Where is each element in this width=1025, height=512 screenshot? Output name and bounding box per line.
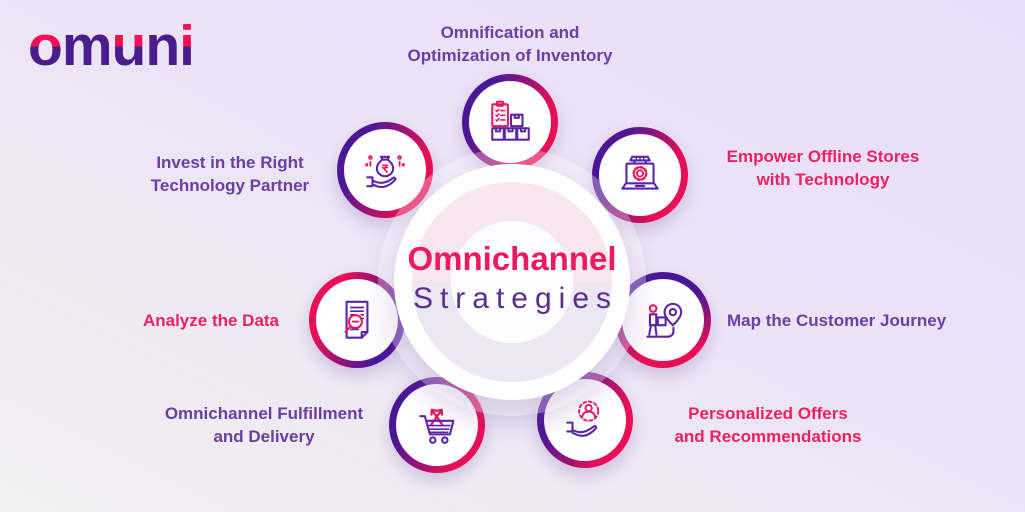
store-laptop-icon: [621, 155, 659, 190]
node-offline-stores: [592, 127, 688, 223]
node-fulfillment: [389, 377, 485, 473]
label-line: Personalized Offers: [688, 404, 848, 423]
label-line: and Recommendations: [674, 427, 862, 446]
logo-letter: o: [28, 14, 63, 78]
label-line: Invest in the Right: [156, 153, 304, 172]
node-personalized-offers: [537, 372, 633, 468]
center-title-line1: Omnichannel: [407, 240, 617, 277]
node-analyze-data: [309, 272, 405, 368]
label-line: with Technology: [756, 170, 890, 189]
node-inner: [344, 129, 426, 211]
omuni-logo: omuni: [28, 14, 195, 78]
cart-arrows-icon: [419, 408, 455, 444]
label-analyze-data: Analyze the Data: [86, 309, 336, 332]
node-invest: [337, 122, 433, 218]
node-inner: [469, 81, 551, 163]
label-line: Map the Customer Journey: [727, 311, 947, 330]
clipboard-boxes-icon: [491, 100, 530, 141]
node-customer-journey: [615, 272, 711, 368]
center-donut-hole: [451, 221, 573, 343]
label-line: Technology Partner: [150, 176, 310, 195]
label-fulfillment: Omnichannel Fulfillment and Delivery: [139, 402, 389, 448]
label-customer-journey: Map the Customer Journey: [727, 309, 987, 332]
logo-letter: u: [111, 14, 147, 78]
journey-map-pin-icon: [646, 302, 683, 338]
node-inner: [396, 384, 478, 466]
center-title-line2: Strategies: [412, 282, 619, 315]
label-personalized-offers: Personalized Offers and Recommendations: [643, 402, 893, 448]
label-line: Omnification and: [440, 23, 580, 42]
document-magnifier-icon: [344, 300, 369, 339]
label-invest: Invest in the Right Technology Partner: [105, 151, 355, 197]
label-line: Optimization of Inventory: [407, 46, 613, 65]
node-inner: [599, 134, 681, 216]
node-inventory: [462, 74, 558, 170]
label-line: and Delivery: [213, 427, 315, 446]
node-inner: [544, 379, 626, 461]
center-circle: Omnichannel Strategies: [394, 164, 630, 400]
hand-person-icon: [566, 400, 600, 437]
label-line: Analyze the Data: [142, 311, 280, 330]
label-line: Omnichannel Fulfillment: [164, 404, 364, 423]
node-inner: [622, 279, 704, 361]
logo-letter: m: [61, 14, 113, 78]
label-line: Empower Offline Stores: [726, 147, 920, 166]
logo-letter: n: [145, 14, 180, 78]
label-inventory: Omnification and Optimization of Invento…: [385, 21, 635, 67]
money-bag-hand-icon: [365, 155, 405, 189]
node-inner: [316, 279, 398, 361]
label-offline-stores: Empower Offline Stores with Technology: [698, 145, 948, 191]
logo-letter: i: [179, 14, 195, 78]
